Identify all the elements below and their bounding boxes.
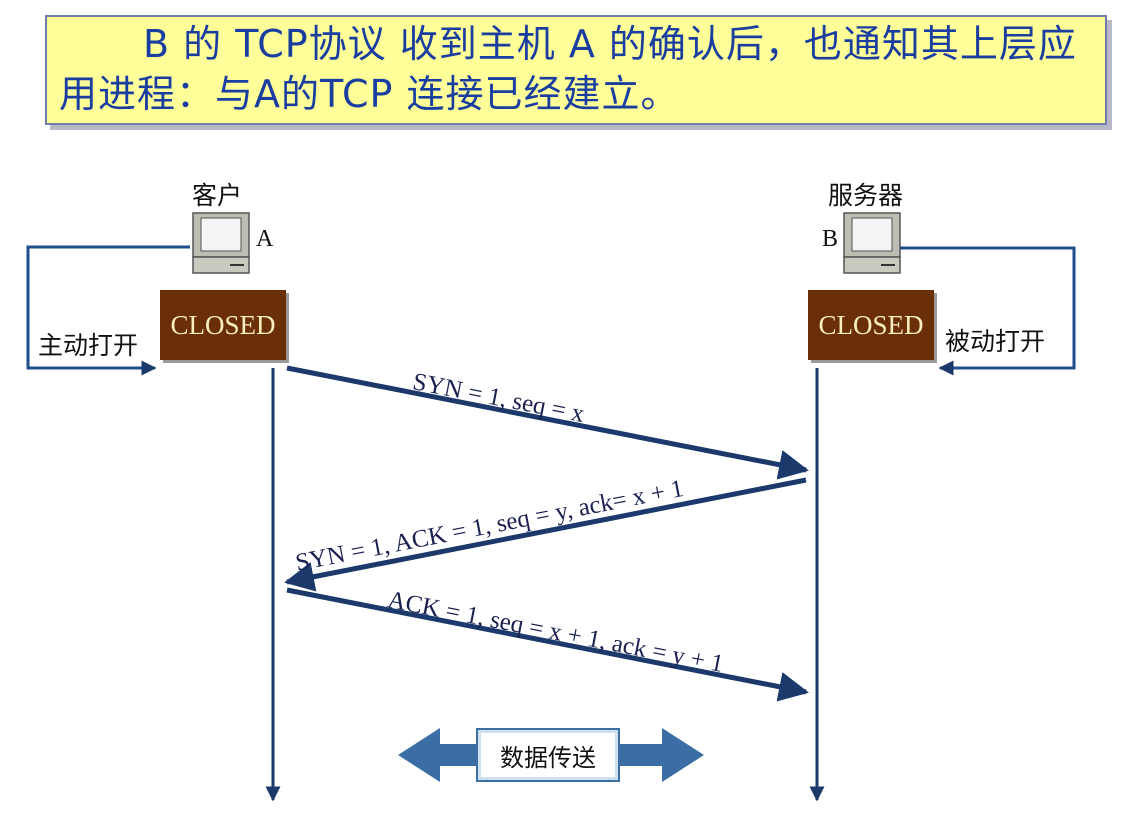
ack-arrow (286, 587, 809, 702)
passive-open-loop (900, 246, 1076, 376)
active-open-loop (26, 245, 190, 376)
server-state-box: CLOSED (808, 290, 934, 360)
data-transfer-label: 数据传送 (476, 728, 620, 782)
client-role-label: 客户 (192, 181, 243, 210)
server-role-label: 服务器 (828, 181, 904, 210)
title-banner: B 的 TCP协议 收到主机 A 的确认后，也通知其上层应用进程：与A的TCP … (45, 15, 1107, 125)
server-computer-icon (843, 212, 901, 274)
client-host-label: A (256, 226, 274, 252)
server-host-label: B (822, 226, 839, 252)
client-computer-icon (192, 212, 250, 274)
active-open-label: 主动打开 (38, 331, 139, 360)
syn-ack-arrow (284, 477, 807, 592)
passive-open-label: 被动打开 (945, 327, 1046, 356)
client-state-box: CLOSED (160, 290, 286, 360)
title-text: B 的 TCP协议 收到主机 A 的确认后，也通知其上层应用进程：与A的TCP … (59, 22, 1077, 116)
syn-arrow (286, 365, 809, 480)
data-transfer-arrow (398, 728, 704, 782)
